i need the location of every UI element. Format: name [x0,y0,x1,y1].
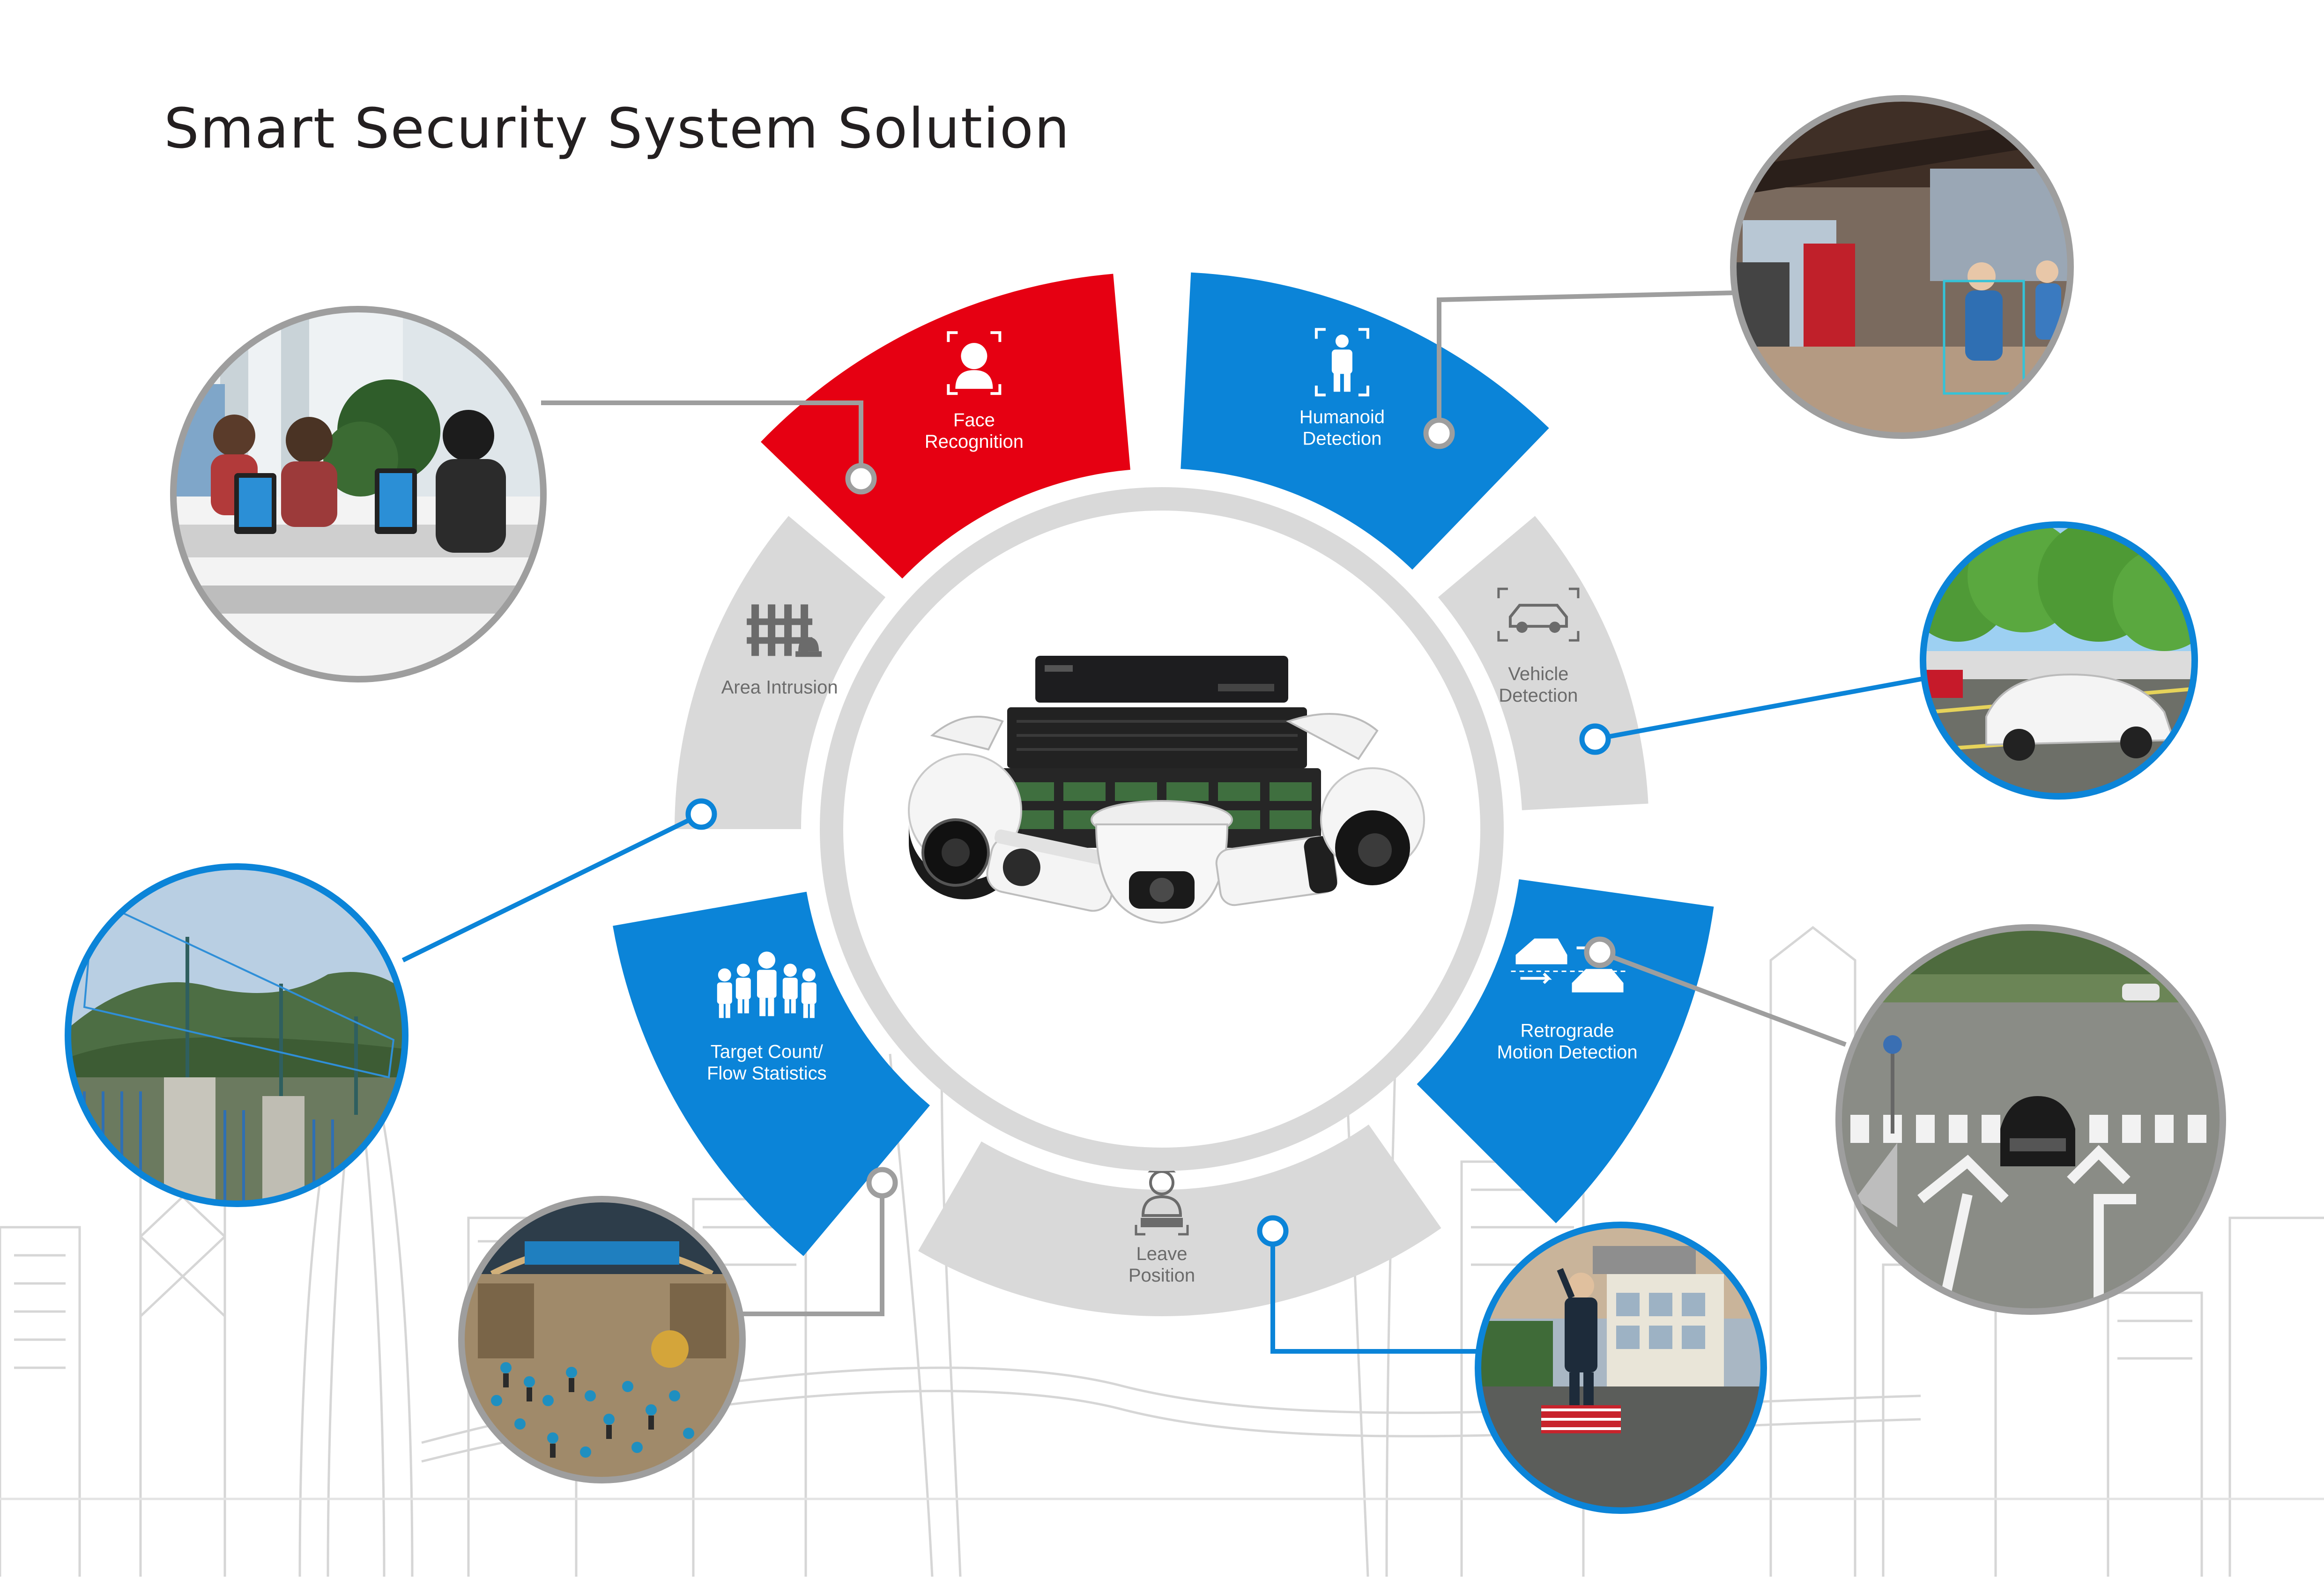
connector-office-dot [845,463,877,495]
connector-intersection-line [1599,950,1847,1047]
segment-shape-target [613,891,930,1256]
segment-label-humanoid-line-0: Humanoid [1299,407,1385,427]
photo-office-reception [170,306,547,682]
segment-shape-face [760,274,1130,579]
photo-intersection [1835,924,2226,1315]
photo-fence-perimeter [65,863,408,1207]
segment-label-retrograde-line-1: Motion Detection [1497,1042,1637,1063]
segment-label-humanoid-line-1: Detection [1302,428,1381,449]
connector-guard-line [1270,1231,1480,1354]
fence-alarm-icon [747,604,822,657]
segment-area: Area Intrusion [675,516,886,829]
connectors [401,290,1926,1354]
connector-intersection-dot [1584,936,1616,968]
connector-station-line [1437,290,1736,433]
face-recognition-icon [947,331,1002,395]
segment-target: Target Count/Flow Statistics [613,891,930,1256]
connector-crowd-dot [866,1167,898,1199]
photo-guard-post [1475,1222,1767,1514]
center-product-group [908,656,1425,924]
humanoid-detection-icon [1314,328,1369,397]
connector-fence-line [401,812,703,963]
connector-guard-dot [1257,1215,1289,1247]
photo-parking-car [1920,521,2198,800]
segment-label-target-line-0: Target Count/ [711,1041,824,1062]
segment-shape-area [675,516,886,829]
connector-station-dot [1423,417,1455,449]
ring-segments: FaceRecognitionHumanoidDetectionVehicleD… [613,272,1714,1317]
segment-label-area-line-0: Area Intrusion [721,677,838,697]
connector-crowd-line [742,1183,884,1316]
segment-label-vehicle-line-0: Vehicle [1508,664,1568,684]
page-title: Smart Security System Solution [164,96,1070,161]
segment-label-vehicle-line-1: Detection [1499,685,1578,706]
segment-label-leave-line-1: Position [1129,1265,1195,1286]
photo-station-gate [1730,95,2074,439]
segment-shape-humanoid [1181,272,1549,570]
segment-label-face-line-0: Face [953,410,995,430]
connector-parking-dot [1579,723,1611,755]
connector-fence-dot [685,798,717,830]
photo-crowd-hall [458,1196,746,1483]
connector-office-line [541,400,863,479]
crowd-icon [717,951,817,1018]
segment-label-leave-line-0: Leave [1136,1244,1188,1264]
segment-label-retrograde-line-0: Retrograde [1520,1021,1614,1041]
connector-parking-line [1595,676,1926,741]
vehicle-detection-icon [1497,587,1580,642]
segment-label-target-line-1: Flow Statistics [707,1063,827,1083]
segment-label-face-line-1: Recognition [925,431,1024,452]
